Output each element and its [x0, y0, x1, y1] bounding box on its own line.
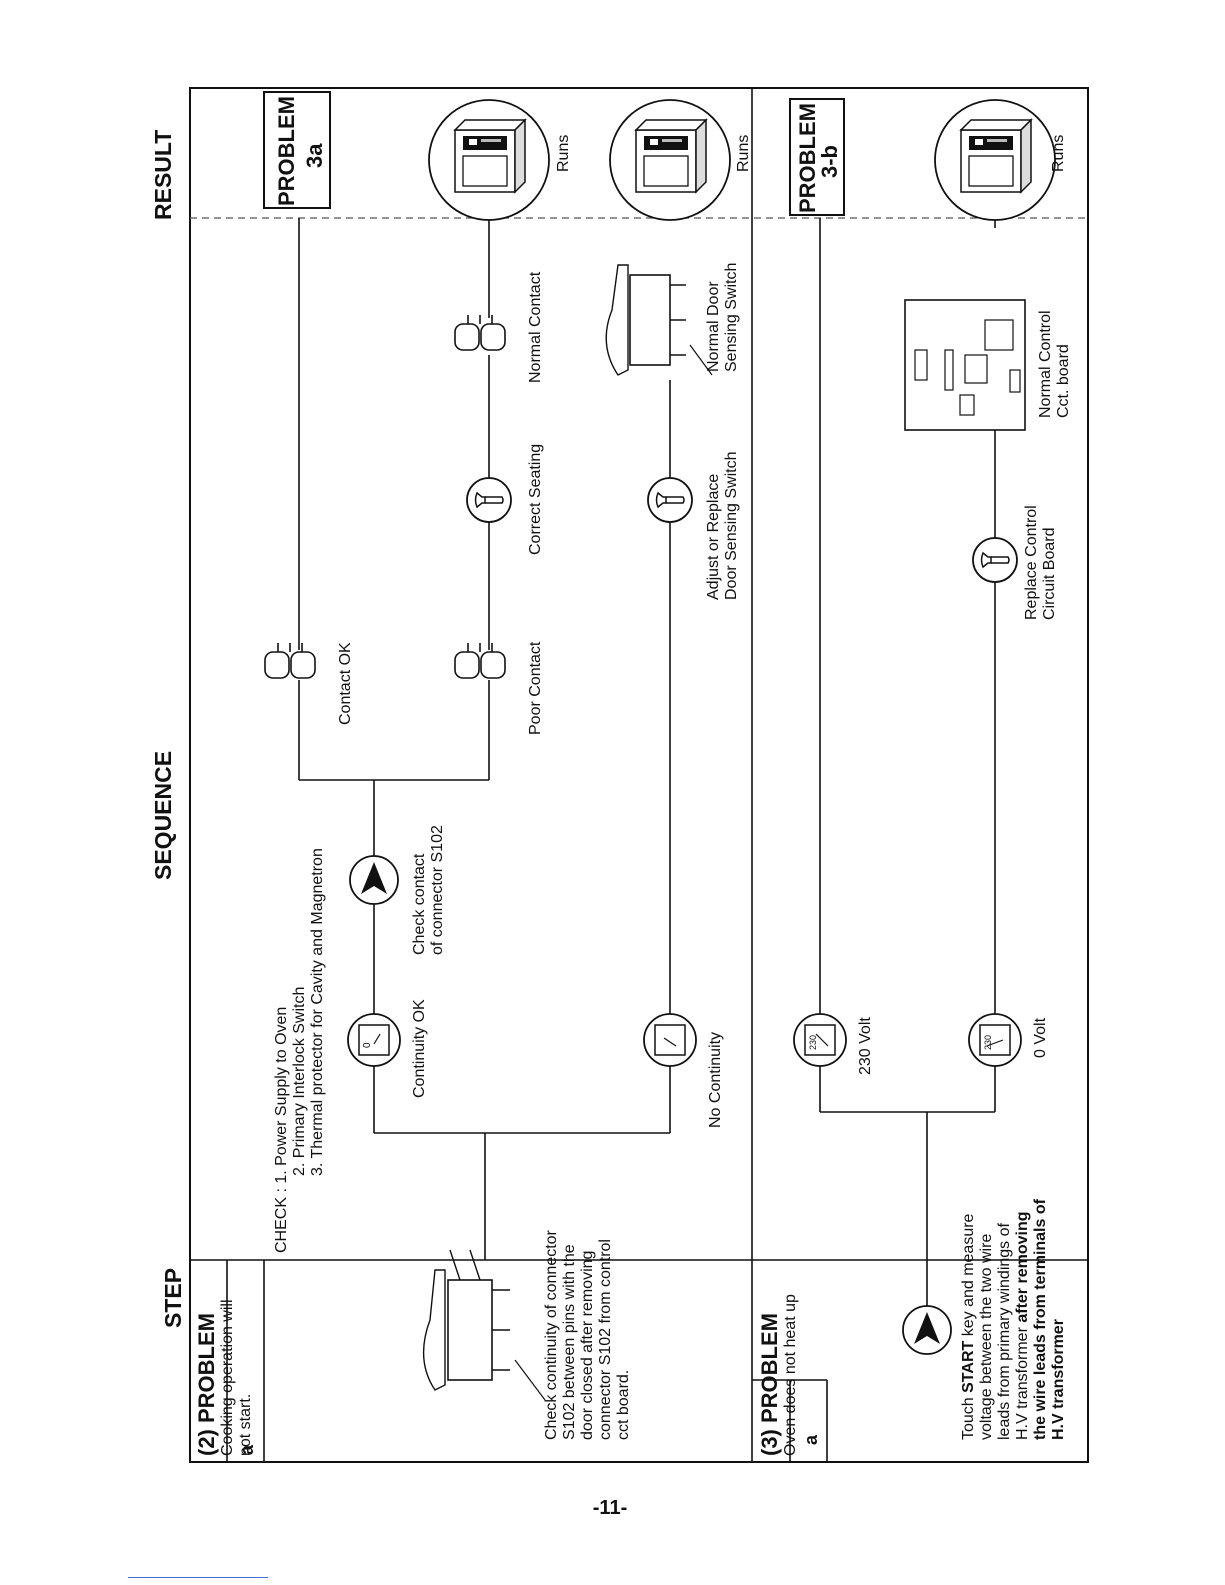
problem3-row-label: a	[801, 1434, 821, 1445]
problem3-instruction-line1: Touch START key and measure	[960, 1213, 977, 1440]
correct-seating-label: Correct Seating	[527, 444, 544, 555]
result-problem-3a-line2: 3a	[302, 143, 327, 168]
svg-text:230: 230	[808, 1035, 818, 1050]
problem2-instruction-line1: Check continuity of connector	[543, 1229, 560, 1440]
runs-label-3: Runs	[1050, 135, 1067, 172]
result-problem-3b-line2: 3-b	[817, 145, 842, 178]
problem3-instruction-line6: H.V transformer	[1050, 1319, 1067, 1440]
door-switch-illustration	[422, 1249, 546, 1401]
page-number: -11-	[592, 1497, 628, 1519]
problem2-desc-line1: Cooking operation will	[219, 1299, 236, 1456]
replace-control-label-2: Circuit Board	[1041, 528, 1058, 620]
control-board-illustration	[904, 299, 1026, 431]
oven-icon-runs-1	[428, 99, 550, 221]
header-step: STEP	[160, 1268, 186, 1328]
result-problem-3a-line1: PROBLEM	[274, 96, 299, 206]
arrow-icon-touch-start	[902, 1305, 952, 1355]
svg-text:0: 0	[362, 1042, 373, 1048]
normal-contact-label: Normal Contact	[527, 271, 544, 383]
connector-icon-normal-contact	[454, 314, 506, 351]
replace-control-label-1: Replace Control	[1023, 505, 1040, 620]
problem3-instruction-line4: H.V transformer after removing	[1014, 1212, 1031, 1441]
normal-door-label-2: Sensing Switch	[723, 263, 740, 372]
meter-icon-0v: 230	[968, 1013, 1022, 1067]
no-continuity-label: No Continuity	[707, 1032, 724, 1128]
problem3-instruction-line3: leads from primary windings of	[996, 1222, 1013, 1440]
230-volt-label: 230 Volt	[857, 1017, 874, 1075]
result-box-problem-3a	[263, 91, 331, 209]
problem3-instruction-line2: voltage between the two wire	[978, 1234, 995, 1440]
door-switch-illustration-normal	[605, 264, 713, 376]
header-sequence: SEQUENCE	[150, 751, 176, 880]
meter-icon-no-continuity	[643, 1013, 697, 1067]
problem2-flow-lines	[298, 218, 671, 1260]
adjust-replace-label-1: Adjust or Replace	[705, 474, 722, 600]
meter-icon-230v: 230	[793, 1013, 847, 1067]
0-volt-label: 0 Volt	[1032, 1017, 1049, 1058]
outer-frame	[189, 87, 1089, 1463]
wrench-icon-correct-seating	[466, 477, 512, 523]
problem2-check-line3: 3. Thermal protector for Cavity and Magn…	[309, 848, 326, 1176]
runs-label-2: Runs	[735, 135, 752, 172]
oven-icon-runs-2	[609, 99, 731, 221]
problem2-title: (2) PROBLEM	[194, 1313, 219, 1456]
continuity-ok-label: Continuity OK	[411, 999, 428, 1098]
wrench-icon-replace-board	[972, 537, 1018, 583]
connector-icon-poor-contact	[454, 642, 506, 679]
normal-door-label-1: Normal Door	[705, 281, 722, 372]
problem2-instruction-line4: connector S102 from control	[597, 1239, 614, 1440]
contact-ok-label: Contact OK	[337, 642, 354, 725]
problem3-flow-lines	[819, 218, 996, 1306]
arrow-icon-check-contact	[349, 855, 399, 905]
adjust-replace-label-2: Door Sensing Switch	[723, 451, 740, 600]
check-contact-label-2: of connector S102	[429, 825, 446, 955]
poor-contact-label: Poor Contact	[527, 641, 544, 735]
normal-control-label-1: Normal Control	[1037, 310, 1054, 418]
problem2-instruction-line3: door closed after removing	[579, 1251, 596, 1440]
header-result: RESULT	[150, 130, 176, 220]
meter-icon-continuity: 0	[347, 1013, 401, 1067]
footer-link-line	[128, 1577, 268, 1578]
problem3-desc: Oven does not heat up	[782, 1294, 799, 1456]
problem2-check-line1: CHECK : 1. Power Supply to Oven	[273, 1007, 290, 1253]
normal-control-label-2: Cct. board	[1055, 344, 1072, 418]
problem2-instruction-line2: S102 between pins with the	[561, 1244, 578, 1440]
wrench-icon-adjust-switch	[647, 477, 693, 523]
runs-label-1: Runs	[555, 135, 572, 172]
problem3-title: (3) PROBLEM	[757, 1313, 782, 1456]
problem2-row-label: a	[237, 1444, 257, 1455]
oven-icon-runs-3	[934, 99, 1056, 221]
connector-icon-contact-ok	[264, 642, 316, 679]
svg-text:230: 230	[983, 1035, 993, 1050]
problem2-check-line2: 2. Primary Interlock Switch	[291, 987, 308, 1176]
problem3-instruction-line5: the wire leads from terminals of	[1032, 1198, 1049, 1440]
result-problem-3b-line1: PROBLEM	[795, 103, 820, 213]
problem2-instruction-line5: cct board.	[615, 1370, 632, 1440]
result-box-problem-3b	[789, 98, 845, 216]
check-contact-label-1: Check contact	[411, 853, 428, 955]
problem2-desc-line2: not start.	[237, 1394, 254, 1456]
